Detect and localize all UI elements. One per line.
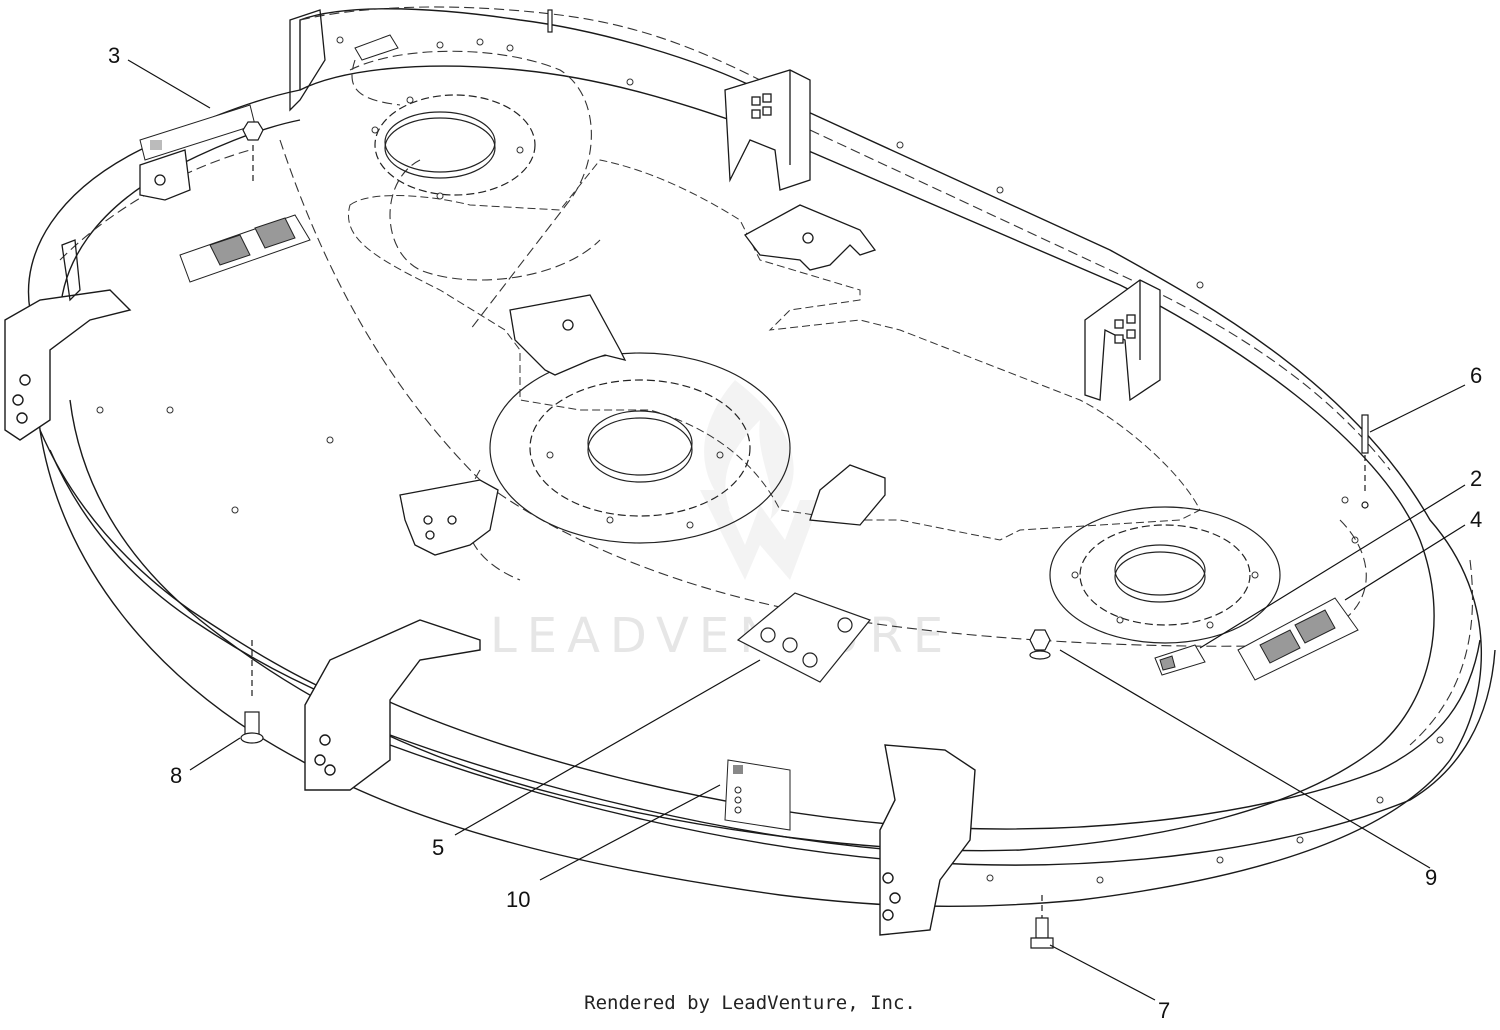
decal-part-10 [724, 759, 791, 831]
spindle-right [1049, 506, 1281, 644]
pin-top [547, 9, 553, 33]
idler-bracket-top [744, 204, 877, 271]
watermark-text: LEADVENTURE [490, 608, 953, 664]
deck-holes [96, 36, 1444, 884]
deflector-hinge [399, 479, 499, 556]
decal-part-5 [736, 592, 871, 683]
baffle-tab [809, 464, 886, 526]
callout-8: 8 [170, 763, 182, 788]
decal-part-4 [1237, 597, 1359, 681]
callout-2: 2 [1470, 466, 1482, 491]
idler-bracket-mid [509, 294, 627, 376]
decal-part-3 [139, 104, 256, 161]
rear-bracket-right [1084, 279, 1161, 402]
bolt-part-7 [1030, 895, 1054, 949]
hanger-bracket-front-right [879, 744, 976, 936]
callout-10: 10 [506, 887, 530, 912]
pivot-bracket-rear-left [139, 149, 191, 201]
rear-bracket-left [724, 69, 811, 191]
callout-7: 7 [1158, 998, 1170, 1023]
spindle-center [489, 352, 791, 544]
watermark-logo [700, 380, 820, 580]
deck-plate [348, 159, 1201, 541]
hanger-bracket-front-left [304, 619, 481, 791]
decal-top-small [354, 34, 399, 61]
callout-6: 6 [1470, 363, 1482, 388]
decal-safety-left [179, 214, 311, 283]
callout-5: 5 [432, 835, 444, 860]
rendered-by-footer: Rendered by LeadVenture, Inc. [584, 992, 916, 1014]
pin-part-6 [1361, 414, 1369, 509]
callout-3: 3 [108, 43, 120, 68]
nut-rear [242, 121, 264, 185]
nut-part-9 [1029, 629, 1051, 660]
callout-9: 9 [1425, 865, 1437, 890]
callout-labels: 3 6 2 4 8 5 9 10 7 [108, 43, 1482, 1023]
hanger-bracket-left [4, 289, 132, 441]
spindle-left [374, 94, 536, 196]
callout-4: 4 [1470, 507, 1482, 532]
deck-upright-left [61, 9, 326, 302]
leader-lines [127, 59, 1466, 1001]
decal-part-2 [1154, 644, 1206, 676]
deck-shell [27, 8, 1496, 908]
bolt-part-8 [240, 640, 264, 744]
